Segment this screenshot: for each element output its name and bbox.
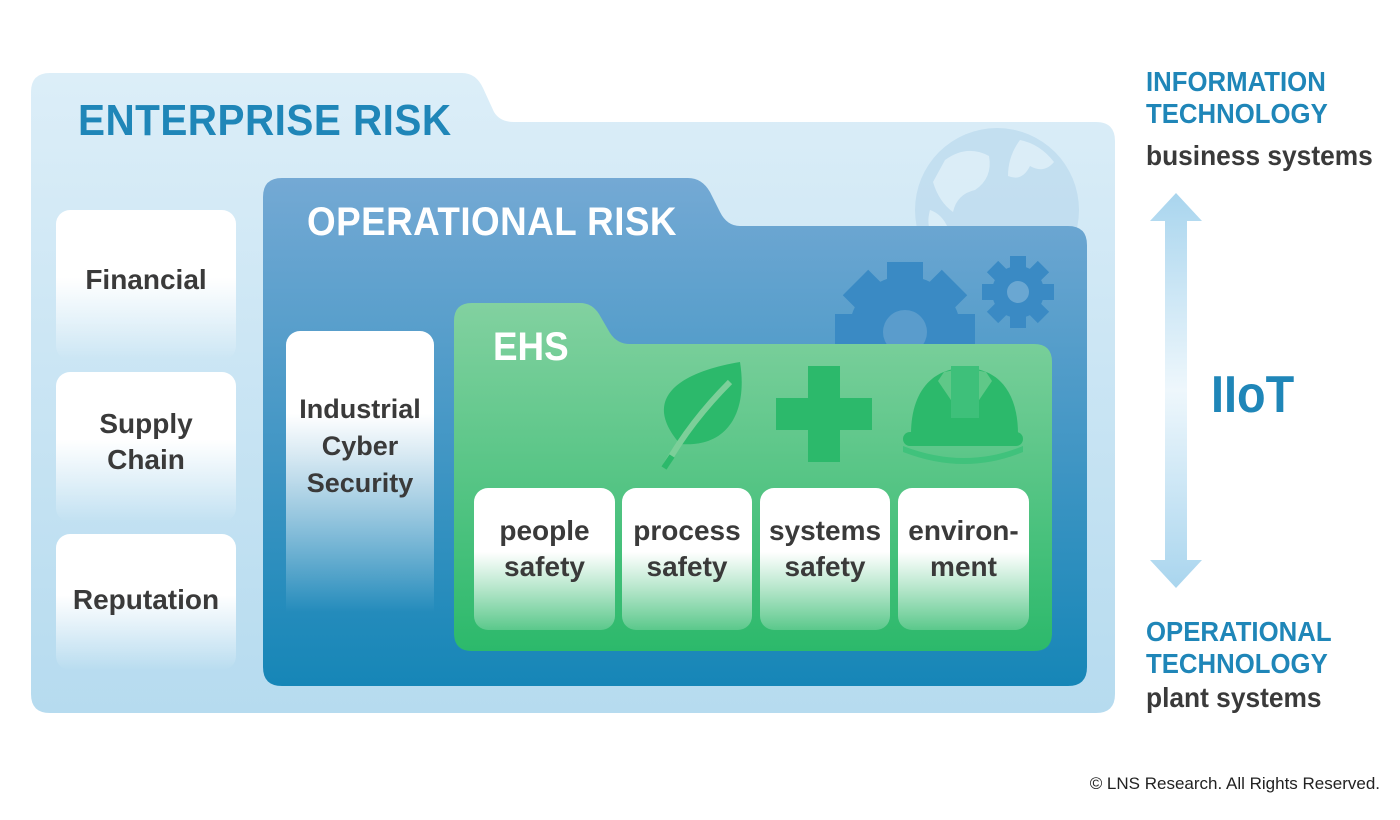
operational-technology-label: OPERATIONAL TECHNOLOGY [1146, 616, 1332, 680]
supply-chain-label: Supply Chain [99, 408, 193, 475]
financial-label: Financial [85, 264, 207, 295]
industrial-cyber-security-label: Industrial Cyber Security [299, 394, 421, 498]
plus-icon [776, 366, 872, 462]
double-arrow-icon [1150, 193, 1202, 588]
copyright-notice: © LNS Research. All Rights Reserved. [1089, 774, 1380, 793]
environment-card: environ-ment [898, 488, 1029, 630]
business-systems-label: business systems [1146, 140, 1373, 171]
process-safety-label: process safety [633, 515, 741, 582]
reputation-card: Reputation [56, 534, 236, 670]
leaf-icon [661, 362, 742, 470]
systems-safety-label: systems safety [768, 515, 882, 582]
systems-safety-card: systems safety [760, 488, 890, 630]
industrial-cyber-security-card: Industrial Cyber Security [286, 331, 434, 627]
people-safety-card: people safety [474, 488, 615, 630]
process-safety-card: process safety [622, 488, 752, 630]
hard-hat-icon [903, 366, 1023, 464]
information-technology-label: INFORMATION TECHNOLOGY [1146, 66, 1328, 130]
financial-card: Financial [56, 210, 236, 360]
information-technology-title: INFORMATION TECHNOLOGY [1146, 66, 1328, 129]
supply-chain-card: Supply Chain [56, 372, 236, 522]
people-safety-label: people safety [499, 515, 590, 582]
iiot-label: IIoT [1211, 366, 1295, 424]
reputation-label: Reputation [72, 584, 220, 615]
enterprise-risk-title: ENTERPRISE RISK [78, 96, 452, 145]
plant-systems-label: plant systems [1146, 682, 1322, 713]
environment-label: environ-ment [908, 515, 1019, 582]
operational-technology-title: OPERATIONAL TECHNOLOGY [1146, 616, 1332, 679]
ehs-title: EHS [493, 325, 569, 369]
operational-risk-title: OPERATIONAL RISK [307, 200, 677, 244]
